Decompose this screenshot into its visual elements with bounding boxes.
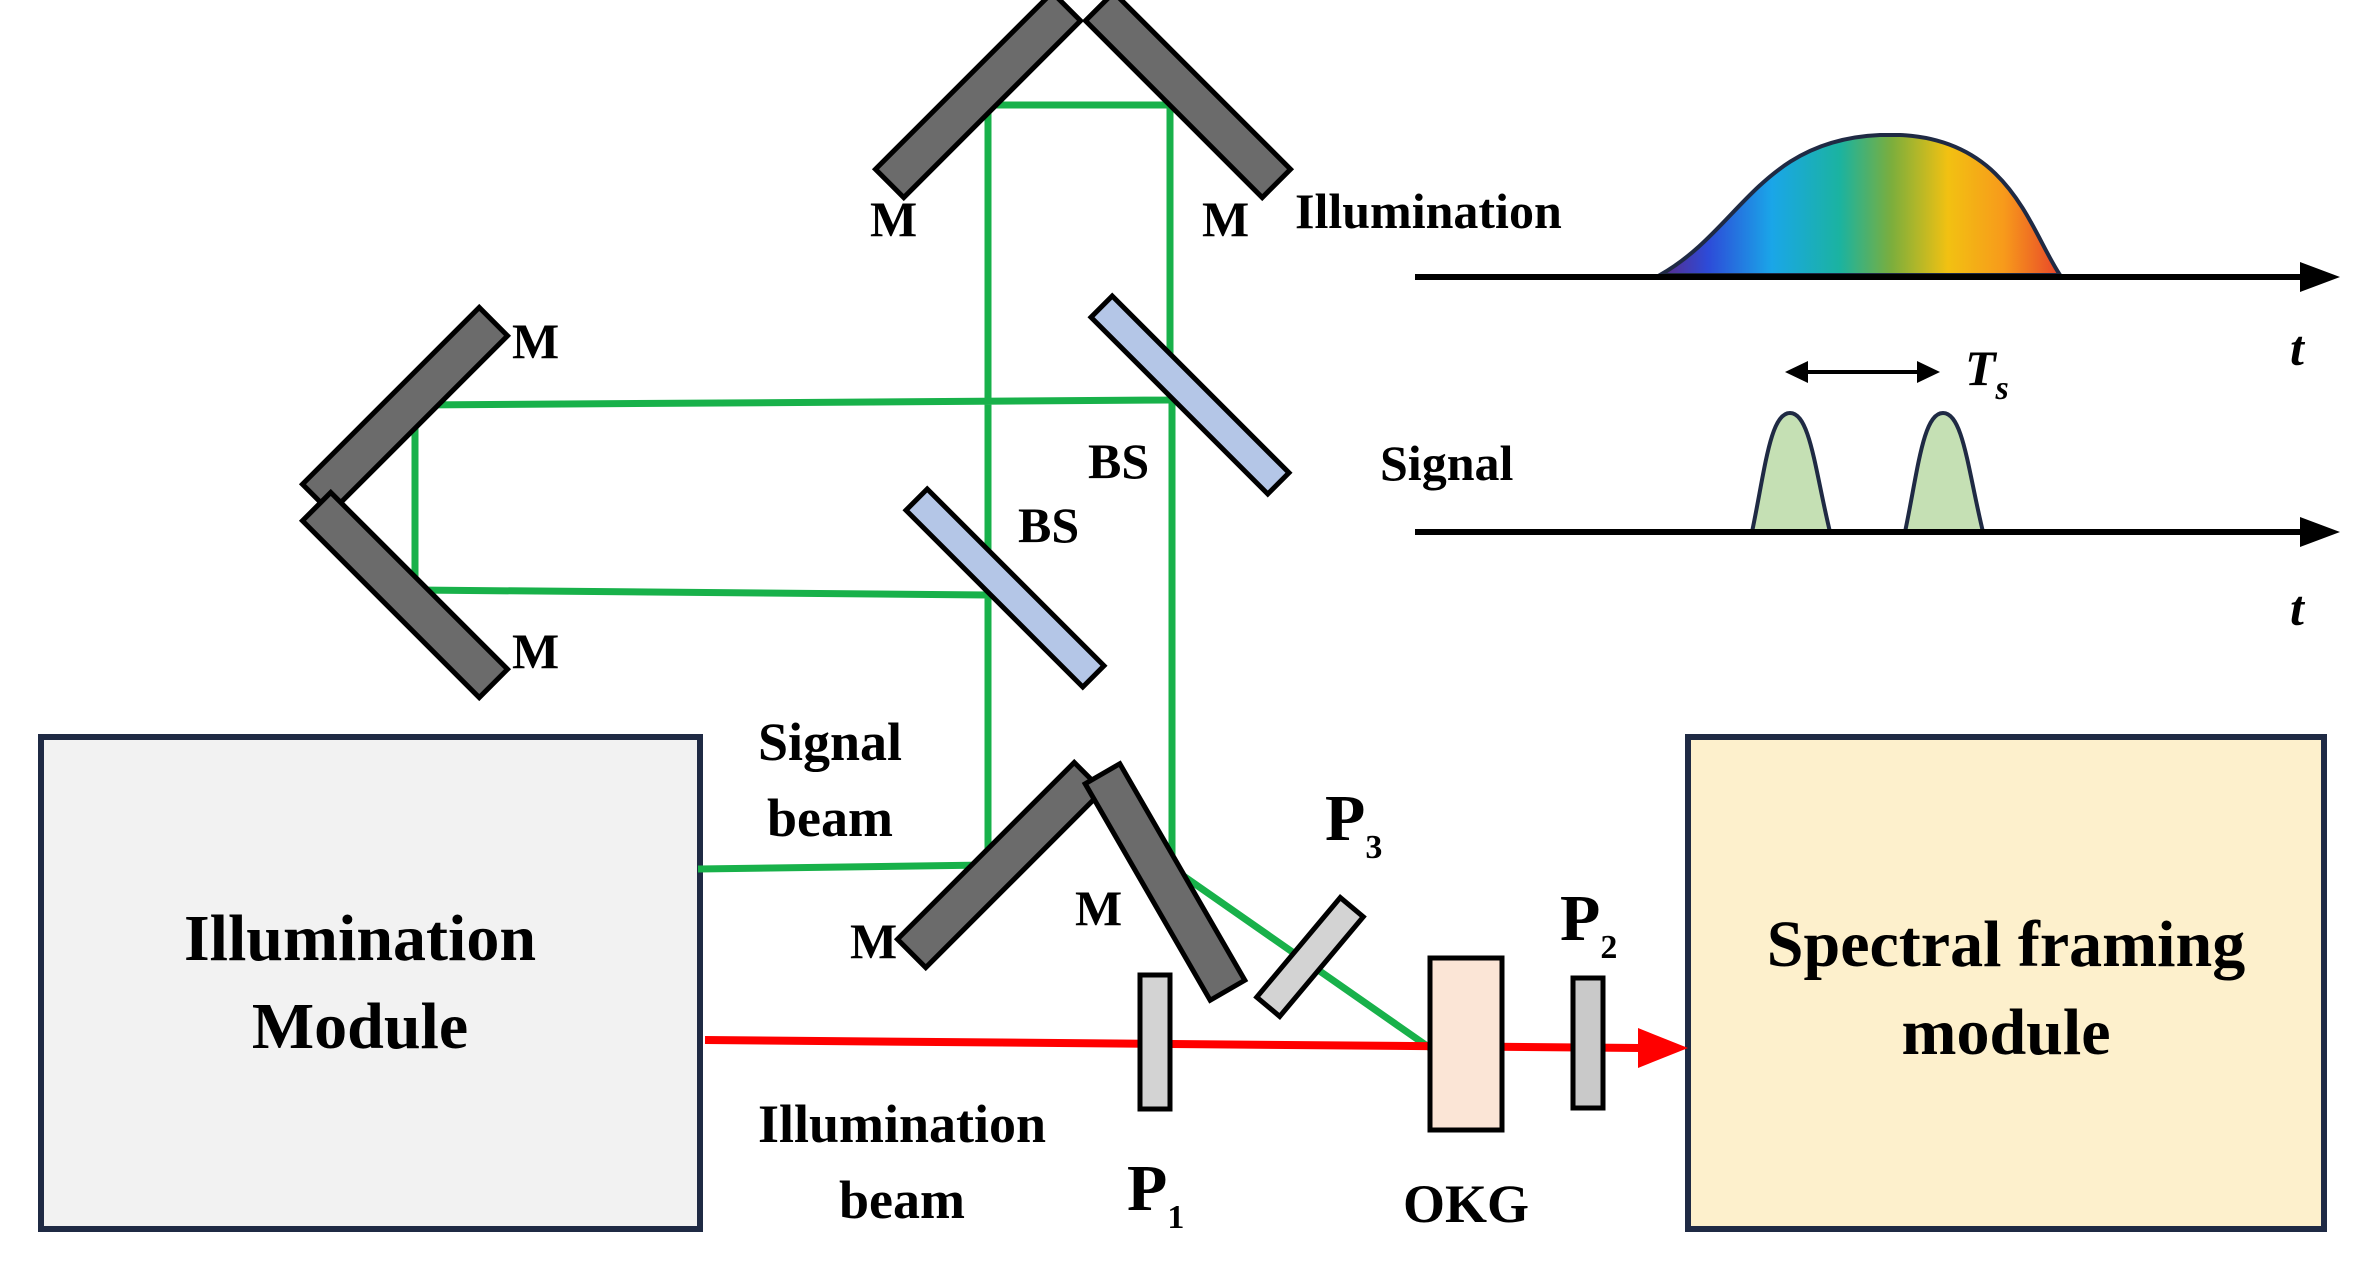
polarizer-p2 (1570, 975, 1606, 1111)
label-p1: P1 (1127, 1152, 1184, 1236)
signal-pulse-1 (1749, 410, 1833, 534)
ts-interval-arrow (1785, 361, 1940, 383)
mirror-top-left (871, 0, 1085, 202)
time-axis-arrowhead-top (2300, 262, 2340, 292)
timing-diagram: Illumination t Ts Signal t (1295, 133, 2340, 636)
spectral-framing-module: Spectral framing module (1685, 734, 2327, 1232)
label-signal-beam-line2: beam (767, 788, 893, 848)
spectral-framing-module-label-line1: Spectral framing (1767, 908, 2245, 981)
time-axis-arrowhead-bottom (2300, 517, 2340, 547)
label-mirror-top-left: M (870, 191, 917, 247)
label-mirror-left-lower: M (512, 623, 559, 679)
mirror-bottom-left (893, 758, 1107, 972)
component-labels: M M M M M M BS BS Signal beam Illuminati… (512, 191, 1617, 1236)
illumination-module-label-line2: Module (252, 990, 468, 1063)
label-illumination-beam-line1: Illumination (758, 1094, 1046, 1154)
mirror-left-lower (298, 488, 512, 702)
mirror-bottom-right (1081, 760, 1249, 1004)
timing-illumination-label: Illumination (1295, 183, 1562, 239)
label-signal-beam-line1: Signal (758, 712, 902, 772)
label-mirror-bottom-right: M (1075, 880, 1122, 936)
spectral-framing-module-label-line2: module (1901, 996, 2110, 1069)
beam-splitters (902, 292, 1293, 691)
label-p3: P3 (1325, 782, 1382, 866)
label-beam-splitter-upper: BS (1088, 433, 1149, 489)
mirrors (298, 0, 1295, 1004)
time-axis-label-bottom: t (2290, 580, 2306, 636)
label-okg: OKG (1403, 1174, 1529, 1234)
signal-pulse-2 (1902, 410, 1986, 534)
polarizer-p1 (1137, 972, 1173, 1112)
label-beam-splitter-lower: BS (1018, 497, 1079, 553)
label-mirror-bottom-left: M (850, 913, 897, 969)
time-axis-label-top: t (2290, 320, 2306, 376)
label-p2: P2 (1560, 882, 1617, 966)
label-illumination-beam-line2: beam (839, 1170, 965, 1230)
label-mirror-left-upper: M (512, 313, 559, 369)
okg-crystal (1427, 955, 1505, 1133)
timing-signal-label: Signal (1380, 435, 1514, 491)
illumination-spectrum-pulse (1652, 133, 2064, 277)
illumination-module-label-line1: Illumination (184, 902, 536, 975)
polarizer-p3 (1253, 894, 1367, 1020)
beam-splitter-lower (902, 485, 1108, 691)
beam-splitter-upper (1087, 292, 1293, 498)
ts-label: Ts (1965, 340, 2009, 407)
illumination-beam (704, 1028, 1688, 1068)
illumination-module: Illumination Module (38, 734, 703, 1232)
mirror-left-upper (298, 303, 512, 517)
mirror-top-right (1081, 0, 1295, 202)
label-mirror-top-right: M (1202, 191, 1249, 247)
